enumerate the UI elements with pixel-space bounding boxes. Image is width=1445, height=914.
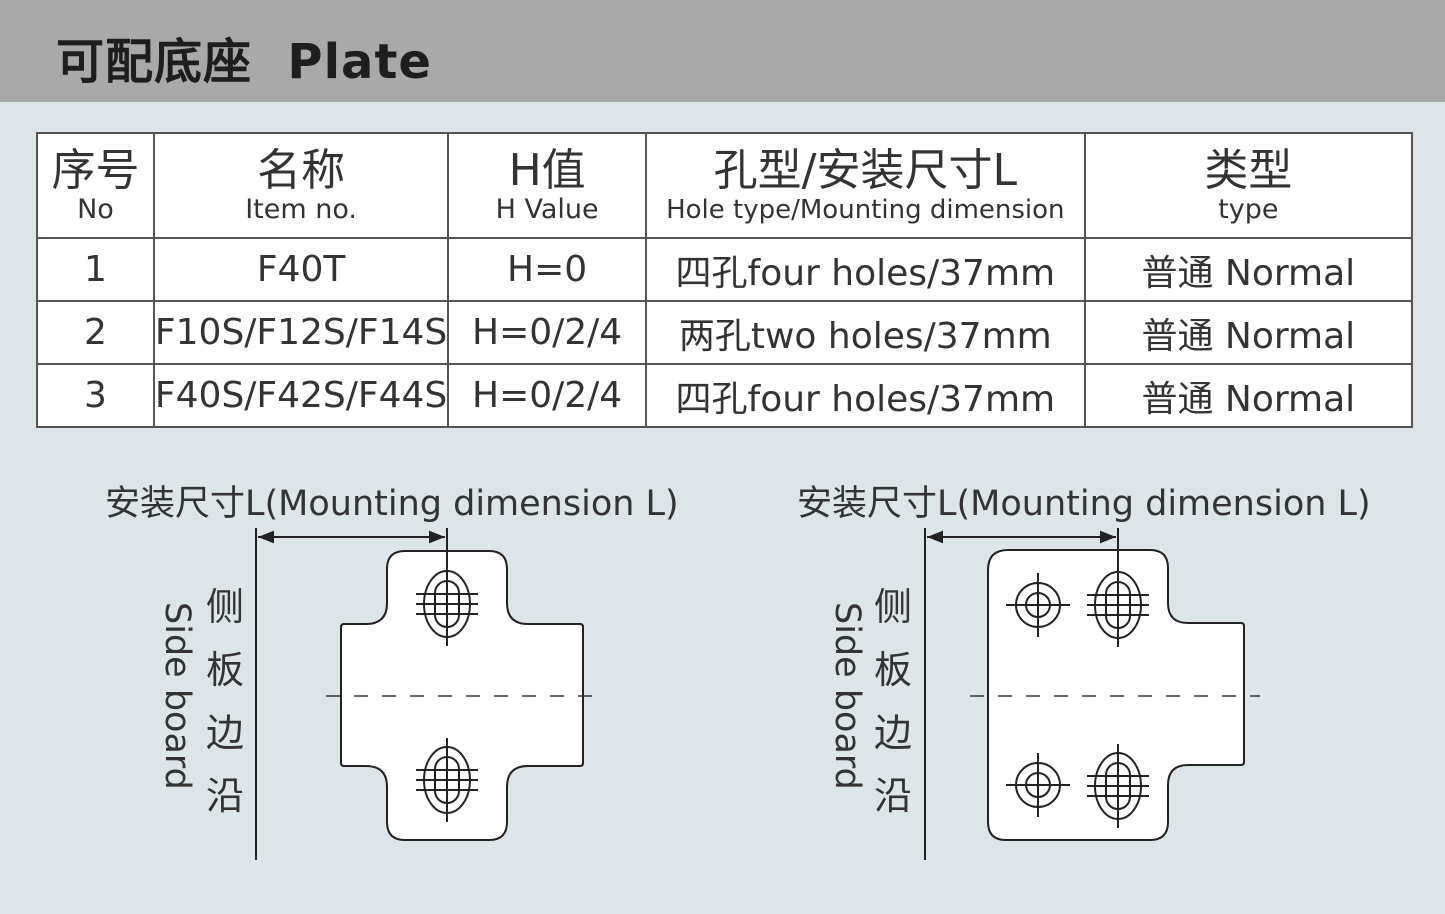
side-board-en: Side board — [157, 602, 197, 790]
cell-h-value: H=0/2/4 — [447, 363, 647, 428]
side-board-zh: 边 — [874, 711, 912, 755]
header-zh: H值 — [508, 144, 586, 196]
table-row: 1 F40T H=0 四孔four holes/37mm 普通 Normal — [36, 237, 1414, 302]
side-board-en: Side board — [827, 602, 867, 790]
cell-item: F10S/F12S/F14S — [152, 300, 450, 365]
page-title: 可配底座 Plate — [56, 34, 432, 90]
header-en: No — [77, 193, 114, 225]
side-board-zh: 侧 — [874, 585, 912, 629]
mounting-dimension-label: 安装尺寸L(Mounting dimension L) — [105, 484, 679, 524]
cell-type: 普通 Normal — [1083, 300, 1414, 365]
header-zh: 类型 — [1204, 144, 1293, 196]
header-en: Hole type/Mounting dimension — [666, 194, 1065, 225]
cell-hole-type: 两孔two holes/37mm — [644, 300, 1086, 365]
cell-h-value: H=0 — [447, 237, 647, 302]
header-en: type — [1218, 193, 1279, 225]
cell-no: 1 — [36, 237, 155, 302]
cell-hole-type: 四孔four holes/37mm — [644, 237, 1086, 302]
cell-hole-type: 四孔four holes/37mm — [644, 363, 1086, 428]
side-board-zh: 沿 — [874, 774, 912, 818]
header-banner: 可配底座 Plate — [0, 0, 1445, 102]
header-zh: 名称 — [257, 144, 346, 196]
cell-no: 2 — [36, 300, 155, 365]
table-row: 3 F40S/F42S/F44S H=0/2/4 四孔four holes/37… — [36, 363, 1414, 428]
side-board-zh: 沿 — [206, 774, 244, 818]
header-zh: 孔型/安装尺寸L — [713, 144, 1017, 196]
header-en: Item no. — [245, 193, 357, 225]
table-row: 2 F10S/F12S/F14S H=0/2/4 两孔two holes/37m… — [36, 300, 1414, 365]
cell-no: 3 — [36, 363, 155, 428]
cell-type: 普通 Normal — [1083, 363, 1414, 428]
cell-type: 普通 Normal — [1083, 237, 1414, 302]
cell-h-value: H=0/2/4 — [447, 300, 647, 365]
cell-item: F40S/F42S/F44S — [152, 363, 450, 428]
plate-outline — [340, 550, 584, 841]
cell-item: F40T — [152, 237, 450, 302]
header-zh: 序号 — [51, 144, 140, 196]
side-board-zh: 侧 — [206, 585, 244, 629]
header-en: H Value — [495, 193, 599, 225]
side-board-zh: 板 — [206, 648, 244, 692]
diagram-two-hole-plate: 安装尺寸L(Mounting dimension L) 侧 板 边 沿 Side… — [105, 484, 679, 860]
side-board-zh: 边 — [206, 711, 244, 755]
diagram-four-hole-plate: 安装尺寸L(Mounting dimension L) 侧 板 边 沿 Side… — [797, 484, 1371, 860]
mounting-dimension-label: 安装尺寸L(Mounting dimension L) — [797, 484, 1371, 524]
side-board-zh: 板 — [874, 648, 912, 692]
